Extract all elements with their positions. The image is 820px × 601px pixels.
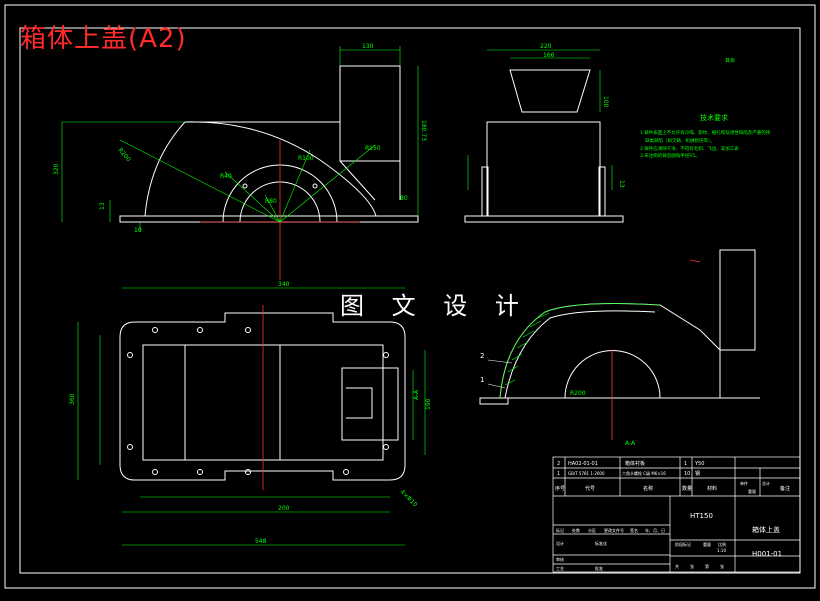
dim-label: 190 bbox=[425, 398, 432, 410]
title-label: 第 bbox=[705, 563, 709, 569]
bom-name: 箱体衬板 bbox=[625, 460, 645, 467]
section-dim: R200 bbox=[570, 390, 586, 397]
title-label: 工艺 bbox=[556, 566, 564, 571]
title-label: 审核 bbox=[556, 556, 564, 562]
title-label: 张 bbox=[690, 563, 694, 569]
section-centerline bbox=[611, 259, 701, 440]
title-part-name: 箱体上盖 bbox=[752, 525, 780, 534]
tech-item: 缺类缺陷（如欠铸、机械损伤等）。 bbox=[645, 137, 715, 144]
plan-view bbox=[119, 312, 406, 481]
dim-label: 320 bbox=[53, 163, 60, 175]
section-label: A-A bbox=[625, 440, 636, 447]
bom-header-material: 材料 bbox=[707, 485, 717, 492]
dim-label: R200 bbox=[116, 147, 132, 164]
title-label: 批准 bbox=[595, 565, 603, 571]
title-label: 共 bbox=[675, 563, 679, 569]
tech-requirements: 技术要求 1.铸件表面上不允许有冷隔、裂纹、缩孔和穿透性缺陷及严重的残 缺类缺陷… bbox=[640, 57, 771, 159]
title-block bbox=[552, 456, 801, 573]
bom-code: GB/T 5781 1-2000 bbox=[568, 471, 605, 476]
title-label: 阶段标记 bbox=[675, 541, 691, 547]
inner-border bbox=[19, 27, 801, 574]
tech-item: 3.未注明的铸造圆角半径R5。 bbox=[640, 152, 700, 159]
bom-material: 钢 bbox=[695, 470, 700, 477]
dim-label: R150 bbox=[365, 145, 381, 152]
title-label: 处数 bbox=[572, 527, 580, 533]
title-drawing-no: H001-01 bbox=[752, 550, 782, 558]
title-label: 标记 bbox=[556, 527, 564, 533]
bom-header-remark: 备注 bbox=[780, 485, 790, 492]
title-block-text: HT150 箱体上盖 H001-01 1:10 标记 处数 分区 更改文件号 签… bbox=[556, 512, 782, 571]
dim-label: 166 bbox=[543, 52, 555, 59]
section-balloon: 2 bbox=[480, 352, 484, 360]
dim-label: 13 bbox=[99, 202, 106, 210]
bom-header-qty: 数量 bbox=[682, 485, 692, 492]
bom-header-total: 总计 bbox=[762, 480, 770, 486]
bom-material: Y50 bbox=[694, 461, 704, 467]
tech-item: 2.铸件应清除干净，不得有毛刺、飞边、非加工表 bbox=[640, 145, 739, 152]
drawing-title: 箱体上盖(A2) bbox=[20, 24, 187, 54]
bom-header-name: 名称 bbox=[643, 485, 653, 492]
title-label: 设计 bbox=[556, 540, 564, 546]
plan-view-dims bbox=[77, 287, 426, 546]
front-view-dim-text: 130 180.73 80 R200 R150 R40 R100 R80 320… bbox=[53, 43, 427, 234]
bom-name: 六角头螺栓 C级 M6×16 bbox=[622, 470, 666, 476]
dim-label: 200 bbox=[278, 505, 290, 512]
tech-item: 1.铸件表面上不允许有冷隔、裂纹、缩孔和穿透性缺陷及严重的残 bbox=[640, 129, 771, 136]
bom-header-single: 单件 bbox=[740, 480, 748, 486]
bom-code: HA02-01-01 bbox=[568, 461, 598, 467]
bom-qty: 1 bbox=[684, 461, 687, 467]
title-label: 更改文件号 bbox=[604, 527, 624, 533]
bom-header-weight: 重量 bbox=[748, 488, 756, 494]
dim-label: R80 bbox=[265, 198, 277, 205]
side-view-dim-text: 220 166 100 13 bbox=[540, 43, 625, 188]
bom-no: 2 bbox=[557, 461, 560, 467]
dim-label: R40 bbox=[220, 173, 232, 180]
title-label: 年、月、日 bbox=[645, 527, 665, 533]
dim-label: 130 bbox=[362, 43, 374, 50]
dim-label: 100 bbox=[602, 96, 609, 108]
section-annotations: 2 1 R200 A-A bbox=[480, 352, 636, 447]
dim-label: 360 bbox=[69, 393, 76, 405]
roughness-label: 其余 bbox=[725, 57, 735, 64]
title-label: 签名 bbox=[630, 527, 638, 533]
title-label: 重量 bbox=[703, 541, 711, 547]
title-scale: 1:10 bbox=[717, 548, 726, 553]
title-label: 张 bbox=[720, 563, 724, 569]
bom-text: 2 HA02-01-01 箱体衬板 1 Y50 1 GB/T 5781 1-20… bbox=[555, 460, 790, 494]
dim-label: A-A bbox=[413, 389, 420, 400]
outer-border bbox=[4, 4, 816, 589]
dim-label: 548 bbox=[255, 538, 267, 545]
front-view-dimensions bbox=[61, 46, 419, 232]
title-label: 分区 bbox=[588, 527, 596, 533]
side-view-dims bbox=[467, 49, 613, 190]
dim-label: 10 bbox=[134, 227, 142, 234]
bom-header-no: 序号 bbox=[555, 485, 565, 492]
side-view bbox=[464, 69, 624, 223]
title-material: HT150 bbox=[690, 512, 713, 520]
title-label: 标准化 bbox=[595, 540, 607, 546]
dim-label: 80 bbox=[400, 195, 408, 202]
dim-label: 340 bbox=[278, 281, 290, 288]
tech-heading: 技术要求 bbox=[700, 113, 728, 122]
dim-label: 4×Φ10 bbox=[399, 488, 419, 508]
title-label: 比例 bbox=[718, 541, 726, 547]
dim-label: R100 bbox=[298, 155, 314, 162]
dim-label: 180.73 bbox=[420, 120, 427, 141]
section-leader-lines bbox=[487, 359, 513, 389]
section-balloon: 1 bbox=[480, 376, 484, 384]
bom-no: 1 bbox=[557, 471, 560, 477]
dim-label: 220 bbox=[540, 43, 552, 50]
bom-header-code: 代号 bbox=[585, 485, 595, 492]
bom-qty: 10 bbox=[684, 471, 690, 477]
section-hatching bbox=[499, 303, 661, 399]
dim-label: 13 bbox=[618, 180, 625, 188]
section-view bbox=[479, 249, 760, 405]
watermark-text: 图 文 设 计 bbox=[340, 292, 529, 320]
